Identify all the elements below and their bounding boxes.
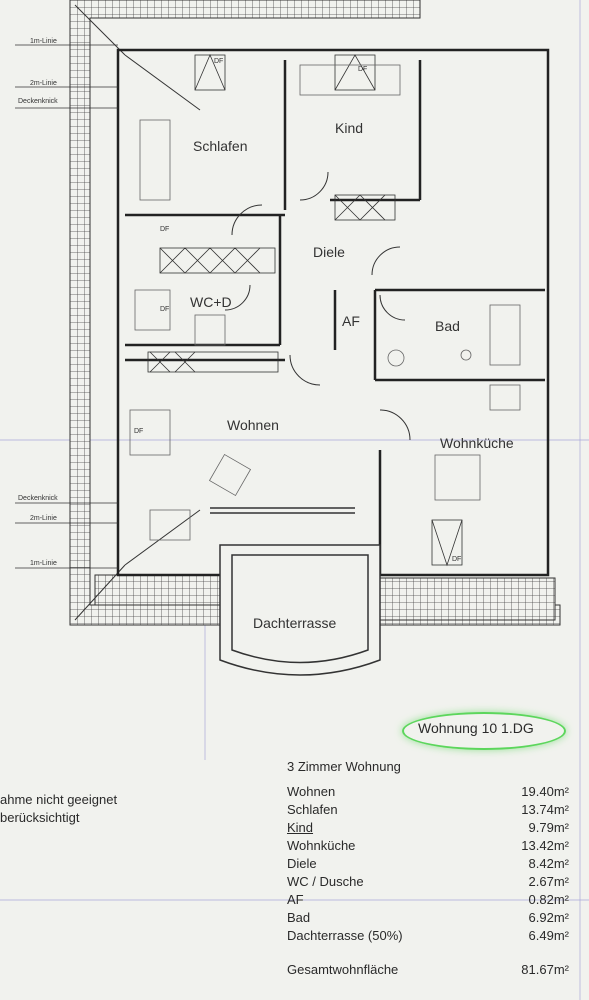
df-label: DF bbox=[452, 556, 462, 563]
room-label-dachterrasse: Dachterrasse bbox=[253, 615, 337, 631]
area-value: 0.82m² bbox=[528, 892, 569, 907]
built-in-cabinets bbox=[147, 53, 463, 567]
area-name: AF bbox=[287, 892, 304, 907]
apartment-title: Wohnung 10 1.DG bbox=[418, 720, 534, 736]
note-line-1: ahme nicht geeignet bbox=[0, 792, 118, 807]
room-label-af: AF bbox=[342, 313, 360, 329]
area-total-row: Gesamtwohnfläche 81.67m² bbox=[287, 962, 577, 980]
area-total-value: 81.67m² bbox=[521, 962, 569, 977]
interior-walls bbox=[116, 48, 550, 577]
area-value: 13.42m² bbox=[521, 838, 569, 853]
area-row: AF 0.82m² bbox=[287, 892, 577, 910]
area-value: 8.42m² bbox=[528, 856, 569, 871]
door-swings bbox=[224, 171, 411, 441]
area-name: Dachterrasse (50%) bbox=[287, 928, 403, 943]
area-row: Diele 8.42m² bbox=[287, 856, 577, 874]
note-line-2: berücksichtigt bbox=[0, 810, 80, 825]
roof-diagonals bbox=[74, 4, 201, 621]
furniture bbox=[129, 64, 521, 541]
level-lines bbox=[15, 44, 118, 569]
area-row: WC / Dusche 2.67m² bbox=[287, 874, 577, 892]
room-label-bad: Bad bbox=[435, 318, 460, 334]
area-value: 19.40m² bbox=[521, 784, 569, 799]
area-name: Wohnküche bbox=[287, 838, 356, 853]
area-name: Bad bbox=[287, 910, 311, 925]
area-row: Kind 9.79m² bbox=[287, 820, 577, 838]
area-name: Schlafen bbox=[287, 802, 338, 817]
df-label: DF bbox=[160, 306, 170, 313]
area-name: Wohnen bbox=[287, 784, 336, 799]
df-label: DF bbox=[160, 226, 170, 233]
room-label-kind: Kind bbox=[335, 120, 364, 136]
area-row: Schlafen 13.74m² bbox=[287, 802, 577, 820]
area-row: Wohnen 19.40m² bbox=[287, 784, 577, 802]
area-row: Dachterrasse (50%) 6.49m² bbox=[287, 928, 577, 946]
room-label-wohnkueche: Wohnküche bbox=[440, 435, 514, 451]
area-value: 2.67m² bbox=[528, 874, 569, 889]
area-name: Diele bbox=[287, 856, 317, 871]
df-label: DF bbox=[134, 428, 144, 435]
area-row: Wohnküche 13.42m² bbox=[287, 838, 577, 856]
area-value: 13.74m² bbox=[521, 802, 569, 817]
df-label: DF bbox=[214, 58, 224, 65]
area-value: 9.79m² bbox=[528, 820, 569, 835]
apartment-type: 3 Zimmer Wohnung bbox=[287, 759, 401, 774]
area-name: WC / Dusche bbox=[287, 874, 364, 889]
level-label-2m-top: 2m-Linie bbox=[30, 80, 57, 87]
level-label-knick-bottom: Deckenknick bbox=[18, 495, 58, 502]
area-value: 6.49m² bbox=[528, 928, 569, 943]
area-value: 6.92m² bbox=[528, 910, 569, 925]
area-name: Kind bbox=[287, 820, 314, 835]
area-total-name: Gesamtwohnfläche bbox=[287, 962, 399, 977]
area-row: Bad 6.92m² bbox=[287, 910, 577, 928]
roof-wall bbox=[69, 0, 561, 626]
level-label-1m-top: 1m-Linie bbox=[30, 38, 57, 45]
level-label-1m-bottom: 1m-Linie bbox=[30, 560, 57, 567]
level-label-2m-bottom: 2m-Linie bbox=[30, 515, 57, 522]
window-bars bbox=[210, 507, 355, 514]
room-label-wohnen: Wohnen bbox=[227, 417, 279, 433]
room-label-schlafen: Schlafen bbox=[193, 138, 248, 154]
apartment-title-highlight bbox=[402, 712, 566, 750]
level-label-knick-top: Deckenknick bbox=[18, 98, 58, 105]
df-label: DF bbox=[358, 66, 368, 73]
dachterrasse-outline bbox=[219, 544, 381, 676]
room-label-wc: WC+D bbox=[190, 294, 232, 310]
room-label-diele: Diele bbox=[313, 244, 345, 260]
